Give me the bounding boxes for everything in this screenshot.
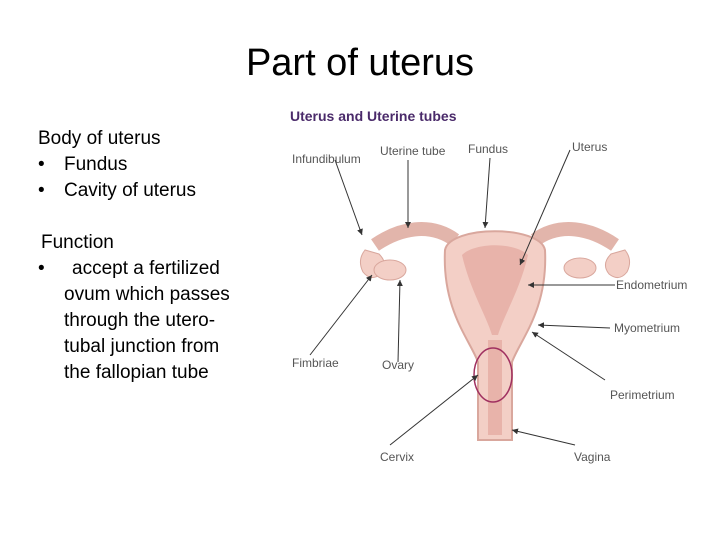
function-text: accept a fertilized ovum which passes th… xyxy=(64,256,264,386)
bullet-icon: • xyxy=(38,180,45,201)
right-fimbriae xyxy=(605,249,631,278)
uterus-diagram: Uterus and Uterine tubes Infundibulum xyxy=(280,100,700,480)
uterine-cavity xyxy=(462,245,528,335)
arrow xyxy=(537,322,611,329)
cervical-canal xyxy=(488,340,502,435)
function-line: accept a fertilized xyxy=(72,258,220,279)
function-line: tubal junction from xyxy=(64,336,220,357)
arrow xyxy=(309,274,373,356)
label-fundus: Fundus xyxy=(468,142,509,156)
label-uterine-tube: Uterine tube xyxy=(380,144,446,158)
bullet-icon: • xyxy=(38,258,45,279)
arrow xyxy=(396,279,403,363)
uterus-illustration xyxy=(309,149,631,446)
arrow xyxy=(334,159,363,236)
arrow xyxy=(482,157,491,229)
list-item-text: Cavity of uterus xyxy=(64,180,196,201)
left-ovary xyxy=(373,259,407,281)
left-uterine-tube xyxy=(371,222,460,251)
bullet-icon: • xyxy=(38,154,45,175)
label-vagina: Vagina xyxy=(574,450,611,464)
label-infundibulum: Infundibulum xyxy=(292,152,361,166)
arrow xyxy=(511,428,576,446)
list-item: • Fundus xyxy=(38,152,278,178)
function-line: ovum which passes xyxy=(64,284,230,305)
arrow xyxy=(389,374,479,446)
label-fimbriae: Fimbriae xyxy=(292,356,339,370)
list-item-text: Fundus xyxy=(64,154,128,175)
right-uterine-tube xyxy=(530,222,619,251)
function-heading: Function xyxy=(41,232,114,253)
list-item: • Cavity of uterus xyxy=(38,178,278,204)
slide-text-block: Body of uterus • Fundus • Cavity of uter… xyxy=(38,126,278,386)
right-ovary xyxy=(563,257,597,279)
diagram-title: Uterus and Uterine tubes xyxy=(290,108,457,124)
arrow xyxy=(519,149,571,266)
label-ovary: Ovary xyxy=(382,358,415,372)
label-myometrium: Myometrium xyxy=(614,321,681,335)
label-endometrium: Endometrium xyxy=(616,278,688,292)
function-line: the fallopian tube xyxy=(64,362,209,383)
list-item: • accept a fertilized ovum which passes … xyxy=(38,256,278,386)
label-uterus: Uterus xyxy=(572,140,608,154)
label-cervix: Cervix xyxy=(380,450,415,464)
body-heading: Body of uterus xyxy=(38,128,161,149)
function-line: through the utero- xyxy=(64,310,216,331)
label-perimetrium: Perimetrium xyxy=(610,388,675,402)
slide-title: Part of uterus xyxy=(245,42,475,84)
uterus-body xyxy=(443,230,547,441)
arrow xyxy=(531,331,606,381)
